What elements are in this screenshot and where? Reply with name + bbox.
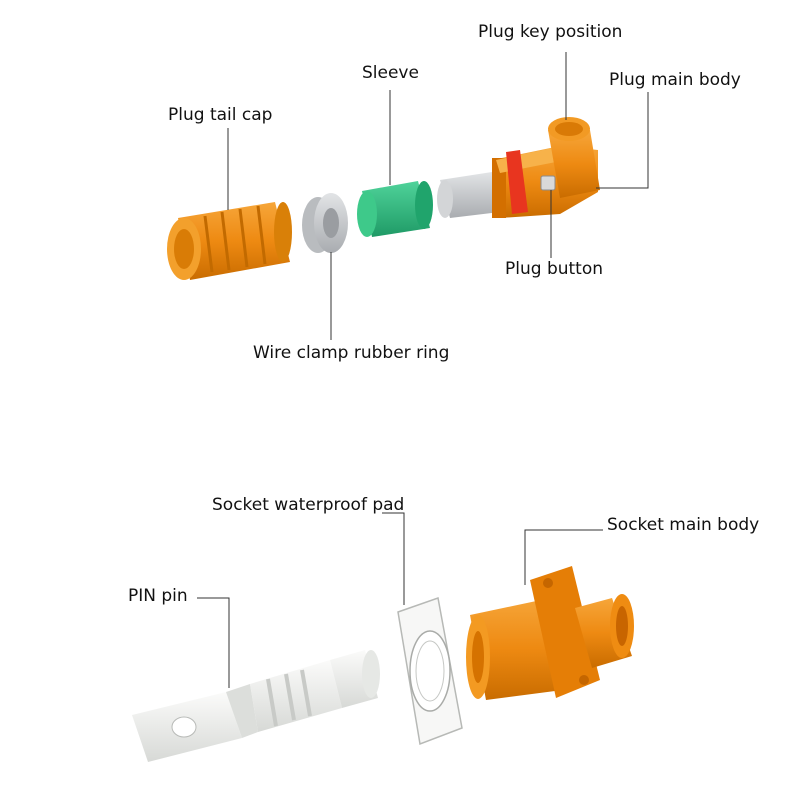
label-socket-waterproof-pad: Socket waterproof pad bbox=[212, 495, 405, 515]
label-pin-pin: PIN pin bbox=[128, 586, 188, 606]
label-plug-tail-cap: Plug tail cap bbox=[168, 105, 273, 125]
leader-lines bbox=[197, 52, 649, 688]
leader-socket-waterproof-pad bbox=[382, 512, 405, 605]
plug-main-body bbox=[437, 117, 600, 218]
wire-clamp-rubber-ring bbox=[302, 193, 348, 253]
label-plug-button: Plug button bbox=[505, 259, 604, 279]
label-wire-clamp-rubber-ring: Wire clamp rubber ring bbox=[253, 343, 450, 363]
sleeve bbox=[357, 181, 433, 237]
socket-waterproof-pad bbox=[397, 597, 463, 746]
leader-socket-main-body bbox=[524, 529, 603, 585]
leader-plug-main-body bbox=[596, 92, 649, 189]
pin-pin bbox=[132, 650, 380, 762]
label-socket-main-body: Socket main body bbox=[607, 515, 760, 535]
socket-main-body bbox=[466, 566, 634, 700]
label-sleeve: Sleeve bbox=[362, 63, 419, 83]
label-plug-main-body: Plug main body bbox=[609, 70, 741, 90]
label-plug-key-position: Plug key position bbox=[478, 22, 623, 42]
leader-pin-pin bbox=[197, 597, 230, 688]
plug-tail-cap bbox=[167, 202, 292, 280]
